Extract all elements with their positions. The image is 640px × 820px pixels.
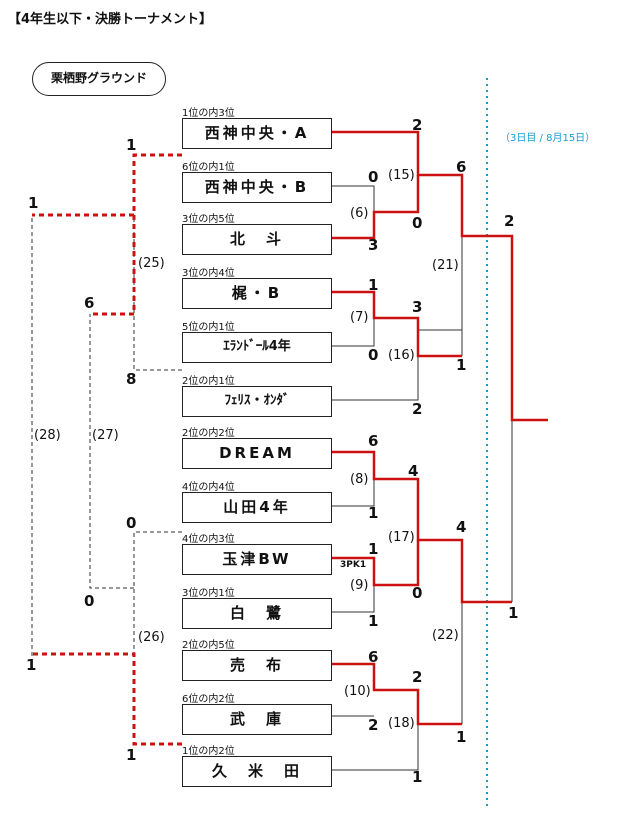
score: 3 xyxy=(412,298,423,316)
score: 4 xyxy=(456,518,467,536)
team-seed: 4位の内4位 xyxy=(182,482,235,493)
team-seed: 3位の内4位 xyxy=(182,268,235,279)
score: 6 xyxy=(368,432,379,450)
match-number: (7) xyxy=(350,310,369,325)
match-number: (26) xyxy=(138,630,165,645)
score: 1 xyxy=(508,604,519,622)
score: 6 xyxy=(456,158,467,176)
venue-label: 栗栖野グラウンド xyxy=(32,62,166,96)
match-number: (28) xyxy=(34,428,61,443)
match-number: (17) xyxy=(388,530,415,545)
score: 6 xyxy=(368,648,379,666)
match-number: (6) xyxy=(350,206,369,221)
team-seed: 3位の内5位 xyxy=(182,214,235,225)
team-seed: 2位の内2位 xyxy=(182,428,235,439)
team-box: 玉津BW xyxy=(182,544,332,575)
score: 1 xyxy=(28,194,39,212)
team-seed: 3位の内1位 xyxy=(182,588,235,599)
score: 1 xyxy=(412,768,423,786)
score: 0 xyxy=(412,214,423,232)
team-box: 北 斗 xyxy=(182,224,332,255)
match-number: (22) xyxy=(432,628,459,643)
match-number: (16) xyxy=(388,348,415,363)
match-number: (10) xyxy=(344,684,371,699)
score: 2 xyxy=(412,116,423,134)
score: 2 xyxy=(504,212,515,230)
match-number: (9) xyxy=(350,578,369,593)
match-number: (8) xyxy=(350,472,369,487)
dashed-thin-lines xyxy=(31,215,182,656)
team-seed: 1位の内3位 xyxy=(182,108,235,119)
team-box: 西神中央・A xyxy=(182,118,332,149)
score: 2 xyxy=(368,716,379,734)
score: 0 xyxy=(412,584,423,602)
score: 4 xyxy=(408,462,419,480)
score: 2 xyxy=(412,400,423,418)
day-note: （3日目 / 8月15日） xyxy=(500,133,596,144)
score: 1 xyxy=(368,504,379,522)
score: 1 xyxy=(368,540,379,558)
match-number: (25) xyxy=(138,256,165,271)
team-box: 梶・B xyxy=(182,278,332,309)
page-title: 【4年生以下・決勝トーナメント】 xyxy=(8,12,213,27)
score: 0 xyxy=(368,346,379,364)
score: 1 xyxy=(456,728,467,746)
team-box: 売 布 xyxy=(182,650,332,681)
team-seed: 6位の内2位 xyxy=(182,694,235,705)
score: 1 xyxy=(368,612,379,630)
team-seed: 2位の内1位 xyxy=(182,376,235,387)
team-seed: 2位の内5位 xyxy=(182,640,235,651)
team-box: ﾌｪﾘｽ・ｵﾝﾀﾞ xyxy=(182,386,332,417)
score: 0 xyxy=(126,514,137,532)
score: 1 xyxy=(126,136,137,154)
match-number: (18) xyxy=(388,716,415,731)
team-box: 山田4年 xyxy=(182,492,332,523)
score: 6 xyxy=(84,294,95,312)
score: 1 xyxy=(456,356,467,374)
team-box: 西神中央・B xyxy=(182,172,332,203)
team-seed: 1位の内2位 xyxy=(182,746,235,757)
team-seed: 5位の内1位 xyxy=(182,322,235,333)
score: 1 xyxy=(368,276,379,294)
score: 3 xyxy=(368,236,379,254)
match-number: (15) xyxy=(388,168,415,183)
team-seed: 4位の内3位 xyxy=(182,534,235,545)
bracket-winner-lines xyxy=(332,130,548,726)
score: 1 xyxy=(126,746,137,764)
team-box: DREAM xyxy=(182,438,332,469)
team-box: ｴﾗﾝﾄﾞｰﾙ4年 xyxy=(182,332,332,363)
score: 8 xyxy=(126,370,137,388)
team-seed: 6位の内1位 xyxy=(182,162,235,173)
team-box: 武 庫 xyxy=(182,704,332,735)
dashed-winner-lines xyxy=(32,153,182,746)
score: 1 xyxy=(26,656,37,674)
match-number: (21) xyxy=(432,258,459,273)
team-box: 久 米 田 xyxy=(182,756,332,787)
score: 0 xyxy=(84,592,95,610)
score: 0 xyxy=(368,168,379,186)
team-box: 白 鷺 xyxy=(182,598,332,629)
pk-note: 3PK1 xyxy=(340,560,367,570)
match-number: (27) xyxy=(92,428,119,443)
score: 2 xyxy=(412,668,423,686)
